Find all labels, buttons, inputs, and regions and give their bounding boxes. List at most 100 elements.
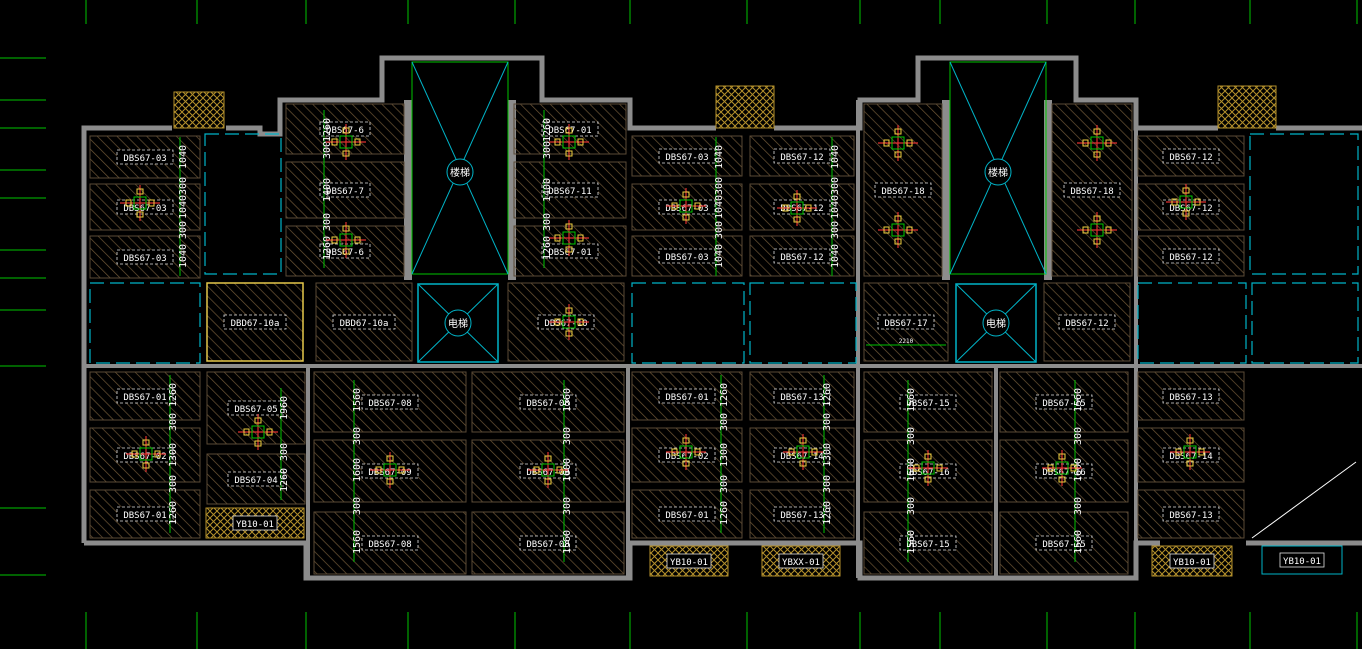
slab-panel: DBS67-16 (999, 439, 1129, 503)
slab-panel: DBS67-04 (206, 453, 306, 505)
lifting-tab (554, 318, 561, 326)
lifting-tab (1198, 448, 1205, 456)
stair-outline (411, 61, 509, 275)
slab-label-box (1035, 394, 1093, 410)
lifting-tab (788, 448, 795, 456)
slab-panel-label: DBS67-17 (884, 319, 927, 329)
dimension-label: 1260 (719, 383, 730, 407)
slab-panel-label: DBS67-02 (665, 452, 708, 462)
dimension-label: 300 (542, 213, 553, 231)
slab-panels: DBS67-03DBS67-03DBS67-03DBS67-6DBS67-7DB… (89, 103, 1245, 575)
slab-panel-label: DBS67-15 (1042, 540, 1085, 550)
dimension-label: 300 (719, 475, 730, 493)
balcony-label-box (666, 553, 712, 569)
lifting-tab (1105, 226, 1112, 234)
slab-panel: DBS67-01 (513, 103, 627, 155)
lifting-tab (342, 127, 350, 134)
lifting-point (878, 212, 918, 248)
dimension-label: 1040 (714, 244, 725, 268)
balcony-slab: YB10-01 (1151, 545, 1233, 577)
slab-label-box (658, 506, 716, 522)
slab-panel: DBS67-13 (749, 489, 855, 539)
lifting-tab (799, 460, 807, 467)
dimension-label: 1560 (562, 388, 573, 412)
lifting-tab (142, 439, 150, 446)
lifting-tab (799, 437, 807, 444)
lifting-box (1090, 136, 1104, 150)
lifting-point (528, 452, 568, 488)
wall-segment (306, 365, 310, 578)
lifting-points (120, 124, 1210, 488)
lifting-tab (354, 236, 361, 244)
slab-label-box (332, 314, 396, 330)
lifting-point (1077, 125, 1117, 161)
lifting-box (679, 445, 693, 459)
slab-panel-label: DBS67-03 (665, 153, 708, 163)
dimension-label: 300 (352, 497, 363, 515)
slab-label-box (541, 182, 599, 198)
dimension-label: 1300 (822, 443, 833, 467)
stair-label: 楼梯 (988, 166, 1008, 179)
slab-panel-label: DBS67-08 (526, 540, 569, 550)
dimension-label: 1400 (542, 178, 553, 202)
dimension-label: 1600 (352, 458, 363, 482)
elevator-core: 电梯 (955, 283, 1037, 363)
slab-panel-label: DBS67-12 (1169, 204, 1212, 214)
lifting-box (339, 135, 353, 149)
lifting-box (139, 447, 153, 461)
lifting-tab (883, 139, 890, 147)
slab-panel-label: DBD67-10a (340, 319, 389, 329)
lifting-point (326, 222, 366, 258)
balcony-outline (1261, 545, 1343, 575)
lifting-box (891, 136, 905, 150)
dimension-label: 1300 (168, 443, 179, 467)
slab-label-box (773, 506, 831, 522)
dimension-label: 1260 (542, 236, 553, 260)
dimension-label: 1560 (906, 530, 917, 554)
slab-label-box (361, 535, 419, 551)
lifting-point (1042, 450, 1082, 486)
lifting-tab (894, 215, 902, 222)
elevator-outline (417, 283, 499, 363)
lifting-tab (533, 466, 540, 474)
slab-label-box (658, 148, 716, 164)
lifting-box (562, 315, 576, 329)
stair-wall (508, 100, 516, 280)
slab-panel-label: DBS67-13 (780, 511, 823, 521)
lifting-tab (243, 428, 250, 436)
lifting-tab (894, 128, 902, 135)
slab-panel: DBS67-15 (863, 371, 993, 433)
balcony-slab: YBXX-01 (761, 545, 841, 577)
stair-wall (404, 100, 412, 280)
lifting-box (1179, 195, 1193, 209)
lifting-point (126, 436, 166, 472)
slab-panel-label: DBS67-03 (123, 154, 166, 164)
slab-panel: DBS67-03 (631, 235, 743, 277)
stair-wall (1044, 100, 1052, 280)
dimension-label: 1560 (1073, 530, 1084, 554)
lifting-tab (375, 466, 382, 474)
stair-symbol (446, 158, 474, 186)
slab-panel: DBS67-18 (1051, 103, 1133, 277)
slab-panel-hatch (631, 235, 743, 277)
lifting-tab (136, 211, 144, 218)
slab-label-box (227, 471, 285, 487)
lifting-box (251, 425, 265, 439)
lifting-tab (913, 464, 920, 472)
lifting-box (891, 223, 905, 237)
lifting-tab (565, 307, 573, 314)
lifting-tab (386, 478, 394, 485)
slab-panel: DBS67-08 (313, 371, 467, 433)
lifting-tab (565, 150, 573, 157)
slab-panel: DBS67-17 (863, 282, 949, 362)
lifting-tab (1105, 139, 1112, 147)
lifting-box (790, 201, 804, 215)
lifting-tab (1082, 226, 1089, 234)
slab-label-box (1035, 535, 1093, 551)
slab-panel: DBS67-12 (1043, 282, 1131, 362)
slab-label-box (1063, 182, 1121, 198)
lifting-tab (554, 138, 561, 146)
lifting-tab (906, 139, 913, 147)
lifting-point (777, 190, 817, 226)
